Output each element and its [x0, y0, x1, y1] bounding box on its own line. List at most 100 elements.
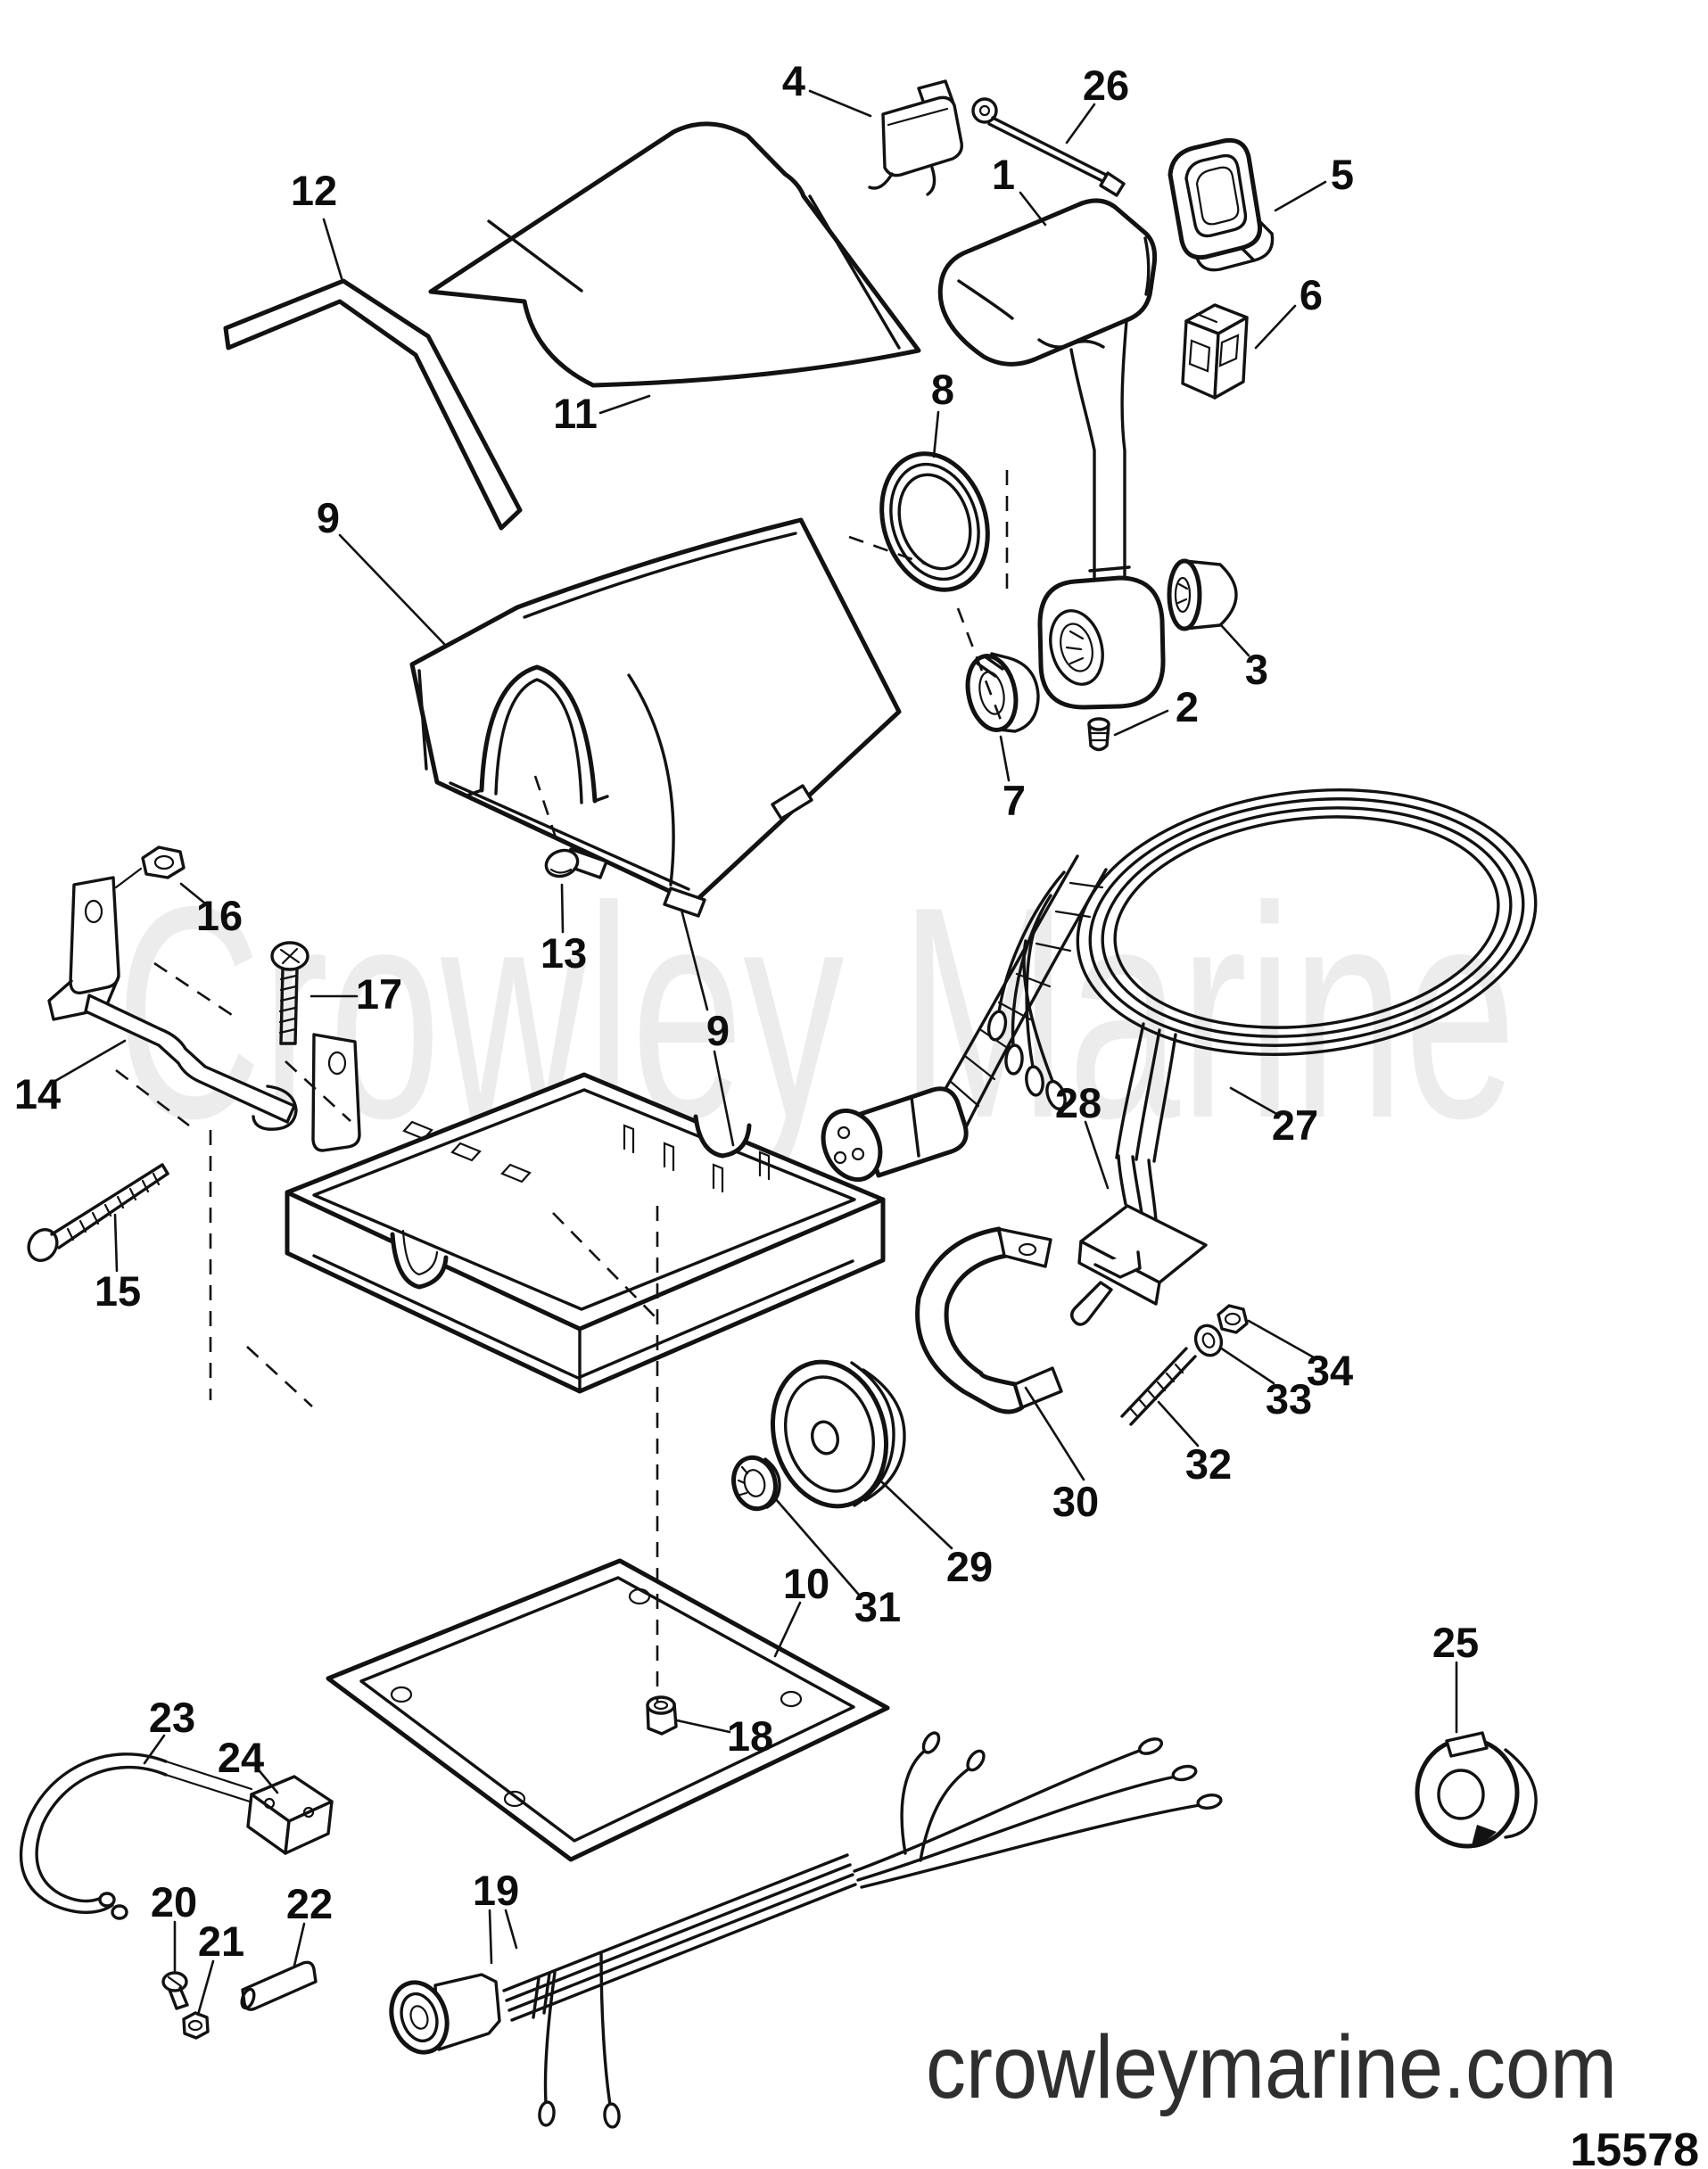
part-34-nut	[1217, 1304, 1249, 1334]
part-23-lanyard	[20, 1753, 253, 1920]
hub-spline	[1065, 630, 1085, 665]
callout-label-12: 12	[291, 167, 337, 214]
leader-line-24	[254, 1765, 279, 1794]
leader-line-29	[880, 1480, 953, 1550]
part-10-gasket-plate	[326, 1558, 890, 1862]
callout-label-10: 10	[783, 1560, 829, 1607]
callout-label-8: 8	[931, 366, 954, 413]
part-24-connector	[246, 1775, 334, 1855]
callout-label-19: 19	[473, 1867, 519, 1914]
callout-label-9: 9	[317, 494, 340, 541]
part-19-wiring-harness	[389, 1731, 1223, 2129]
tray-slots	[402, 1120, 532, 1183]
callout-label-14: 14	[14, 1070, 61, 1117]
callout-label-22: 22	[286, 1880, 333, 1927]
leader-line-6	[1254, 304, 1297, 350]
callout-label-13: 13	[540, 929, 587, 977]
leader-line-12	[322, 218, 343, 280]
leader-line-11	[598, 394, 651, 415]
callout-label-3: 3	[1245, 646, 1268, 693]
leader-line-4	[808, 89, 872, 118]
tray-posts	[623, 1124, 771, 1193]
leader-line-22	[293, 1922, 306, 1967]
leader-line-3	[1220, 624, 1250, 657]
leader-line-5	[1274, 180, 1327, 212]
leader-line-14	[54, 1039, 127, 1083]
part-16-locknut	[114, 845, 186, 889]
part-28-toggle-switch	[1070, 1154, 1208, 1326]
part-13-plug	[544, 848, 580, 878]
leader-line-10	[773, 1601, 802, 1658]
callout-label-28: 28	[1055, 1079, 1102, 1126]
callout-label-11: 11	[553, 390, 598, 437]
part-31-bushing	[731, 1455, 781, 1512]
part-30-retainer	[915, 1226, 1063, 1414]
leader-line-2	[1113, 709, 1169, 737]
part-26-cotter-link	[971, 97, 1126, 197]
callout-label-21: 21	[198, 1917, 244, 1965]
callout-label-27: 27	[1272, 1101, 1318, 1149]
leader-line-28	[1084, 1120, 1110, 1190]
part-12-bent-rod	[223, 278, 523, 531]
leader-line-1	[1019, 191, 1047, 227]
callout-label-26: 26	[1083, 62, 1129, 109]
callout-label-29: 29	[946, 1543, 993, 1590]
leader-line-31	[773, 1497, 860, 1596]
part-8-seal-ring	[879, 451, 990, 592]
callout-label-16: 16	[196, 892, 243, 939]
harness-connector-plug	[821, 1086, 969, 1183]
footer-website: crowleymarine.com	[926, 2017, 1617, 2117]
part-15-screw	[27, 1163, 169, 1262]
callout-label-25: 25	[1432, 1619, 1479, 1666]
callout-label-24: 24	[218, 1734, 264, 1781]
callout-label-15: 15	[95, 1267, 141, 1315]
callout-label-5: 5	[1331, 151, 1354, 198]
leader-line-16	[179, 882, 207, 905]
part-9-housing-base	[285, 1072, 886, 1394]
part-2-set-screw	[1087, 717, 1110, 752]
part-7-split-collar	[965, 652, 1040, 733]
part-17-screw	[270, 941, 309, 1045]
part-33-washer	[1193, 1324, 1224, 1357]
callout-label-34: 34	[1307, 1347, 1353, 1394]
leader-line-26	[1065, 103, 1096, 144]
leader-line-23	[143, 1734, 166, 1765]
callout-label-9: 9	[706, 1007, 730, 1054]
part-22-sleeve	[240, 1960, 318, 2011]
harness-tail-to-switch	[1115, 1022, 1177, 1163]
callout-label-6: 6	[1300, 271, 1323, 318]
leader-line-33	[1218, 1346, 1275, 1385]
harness-19-branches	[538, 1731, 1223, 2129]
drawing-number: 15578	[1570, 2124, 1699, 2169]
part-9-housing-cover	[409, 517, 902, 918]
leader-line-13	[560, 883, 565, 934]
callout-label-32: 32	[1185, 1440, 1232, 1488]
callout-label-33: 33	[1266, 1375, 1312, 1423]
part-11-cover-panel	[428, 121, 921, 388]
part-25-tape-roll	[1415, 1731, 1538, 1849]
part-18-flange-nut	[646, 1695, 678, 1736]
leader-line-8	[932, 410, 940, 458]
part-21-nut	[182, 2011, 210, 2040]
leader-line-7	[999, 735, 1011, 782]
callout-labels: 1234567899101112131415161718192021222324…	[14, 57, 1479, 1965]
callout-label-7: 7	[1003, 777, 1026, 824]
part-6-connector-block	[1181, 303, 1249, 400]
callout-label-17: 17	[356, 970, 402, 1018]
callout-label-4: 4	[782, 57, 805, 104]
part-20-screw	[161, 1971, 189, 2010]
leader-line-27	[1229, 1086, 1282, 1117]
callout-label-1: 1	[992, 151, 1015, 198]
part-3-bushing-knob	[1167, 558, 1238, 631]
callout-label-30: 30	[1052, 1478, 1099, 1525]
alignment-dashed-lines	[115, 470, 1009, 1702]
leader-line-32	[1157, 1400, 1200, 1447]
leader-line-30	[1024, 1386, 1085, 1481]
leader-line-9	[338, 533, 446, 646]
callout-leader-lines	[54, 89, 1458, 2016]
harness-leads	[986, 870, 1067, 1111]
leader-line-19	[488, 1909, 493, 1965]
callout-label-23: 23	[149, 1694, 195, 1741]
